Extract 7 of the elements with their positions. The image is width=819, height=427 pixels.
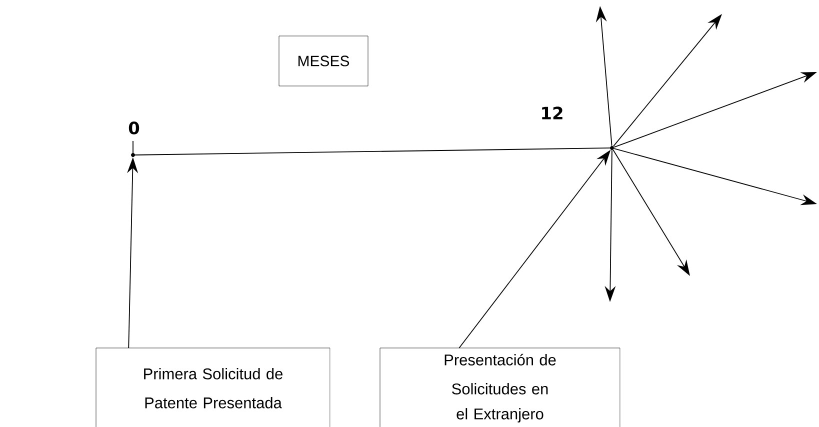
point	[610, 146, 614, 150]
label-box: MESES	[278, 36, 368, 86]
text-box: Presentación de Solicitudes en el Extranjero	[380, 348, 620, 427]
text-box: Primera Solicitud de Patente Presentada	[96, 348, 330, 427]
timeline-number: 12	[542, 106, 562, 120]
timeline-number: 0	[128, 122, 140, 134]
point	[131, 153, 135, 157]
